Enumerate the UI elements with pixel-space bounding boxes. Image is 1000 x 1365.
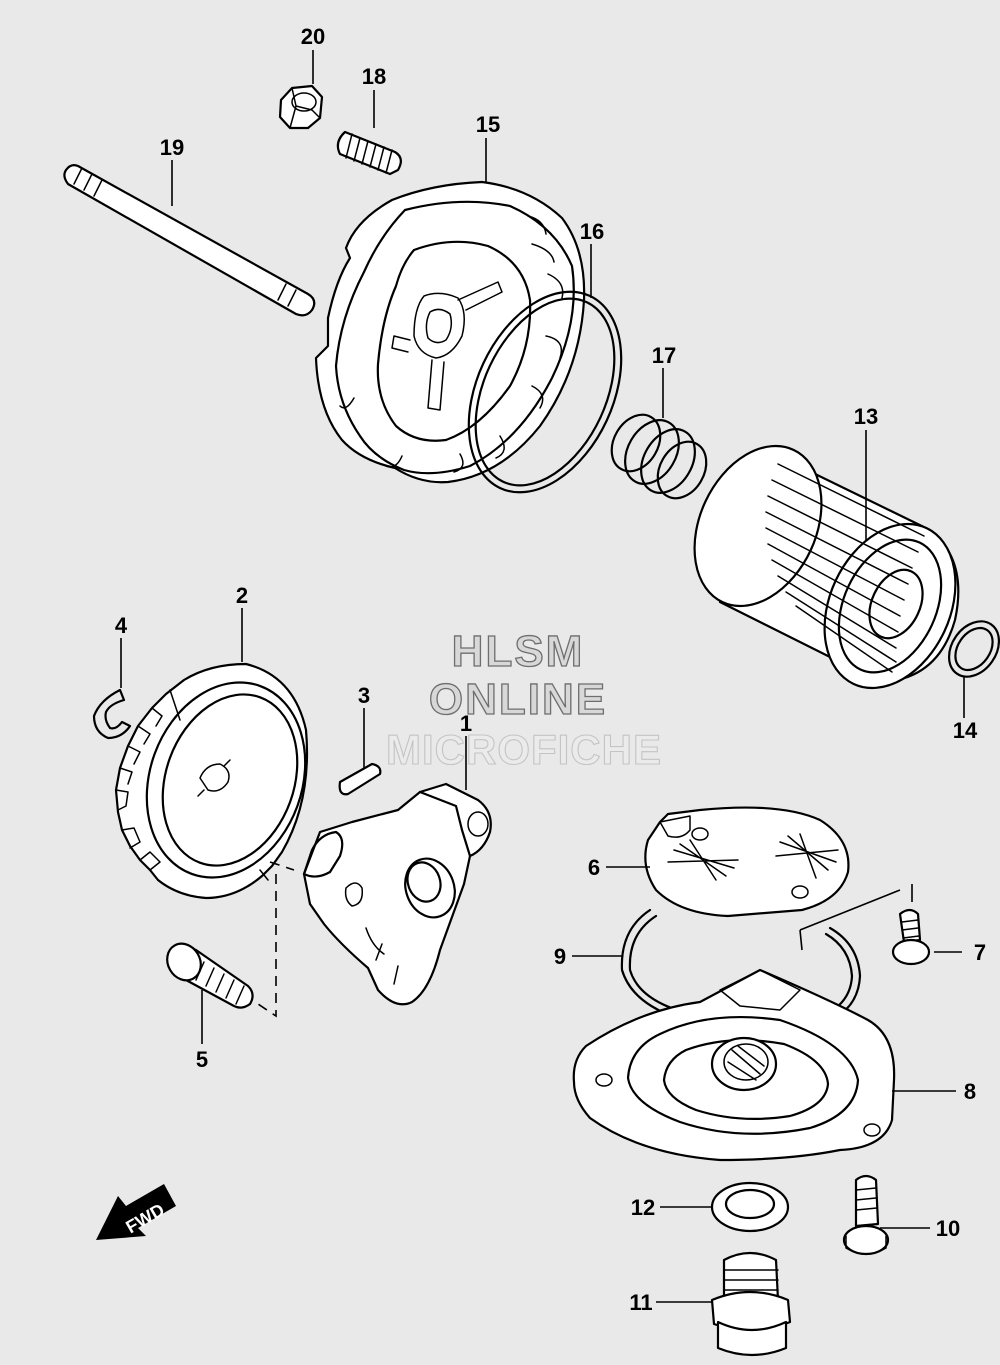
- part-5-bolt[interactable]: [161, 861, 295, 1018]
- part-14-o-ring[interactable]: [939, 612, 1000, 686]
- watermark: HLSM ONLINE MICROFICHE: [385, 626, 662, 773]
- part-19-shaft[interactable]: [63, 164, 316, 317]
- callout-8: 8: [964, 1079, 976, 1104]
- callout-2: 2: [236, 583, 248, 608]
- callout-20: 20: [301, 24, 325, 49]
- part-13-oil-filter[interactable]: [670, 425, 981, 709]
- part-2-gear[interactable]: [114, 660, 332, 900]
- callout-14: 14: [953, 718, 978, 743]
- callout-19: 19: [160, 135, 184, 160]
- callout-9: 9: [554, 944, 566, 969]
- part-16-o-ring[interactable]: [439, 267, 652, 517]
- part-12-washer[interactable]: [710, 1181, 790, 1233]
- part-17-spring[interactable]: [602, 406, 716, 507]
- part-8-cover[interactable]: [572, 968, 896, 1162]
- part-1-oil-pump[interactable]: [302, 782, 492, 1006]
- leader-lines: [120, 50, 965, 1303]
- callout-12: 12: [631, 1195, 655, 1220]
- part-6-oil-strainer[interactable]: [644, 806, 850, 918]
- callout-18: 18: [362, 64, 386, 89]
- callout-labels: 20 18 19 15 16 17 13 14 2 4 3 1 5 6 7 9 …: [115, 24, 986, 1315]
- part-10-bolt[interactable]: [842, 1174, 890, 1256]
- fwd-arrow-icon: FWD: [96, 1184, 176, 1240]
- callout-10: 10: [936, 1216, 960, 1241]
- part-18-stud[interactable]: [336, 130, 402, 176]
- callout-4: 4: [115, 613, 128, 638]
- part-11-drain-plug[interactable]: [710, 1251, 792, 1357]
- callout-16: 16: [580, 219, 604, 244]
- callout-1: 1: [460, 711, 472, 736]
- callout-6: 6: [588, 855, 600, 880]
- part-20-cap-nut[interactable]: [278, 84, 324, 130]
- callout-13: 13: [854, 404, 878, 429]
- watermark-line1: HLSM: [452, 627, 585, 676]
- watermark-line2: ONLINE: [429, 675, 607, 724]
- callout-3: 3: [358, 683, 370, 708]
- part-4-e-clip[interactable]: [92, 688, 132, 740]
- part-3-pin[interactable]: [338, 762, 382, 796]
- callout-11: 11: [629, 1290, 652, 1315]
- watermark-line3: MICROFICHE: [386, 726, 662, 773]
- callout-17: 17: [652, 343, 676, 368]
- part-7-bolt[interactable]: [799, 884, 931, 966]
- callout-7: 7: [974, 940, 986, 965]
- part-15-oil-pump-cover[interactable]: [314, 180, 586, 484]
- callout-5: 5: [196, 1047, 208, 1072]
- callout-15: 15: [476, 112, 500, 137]
